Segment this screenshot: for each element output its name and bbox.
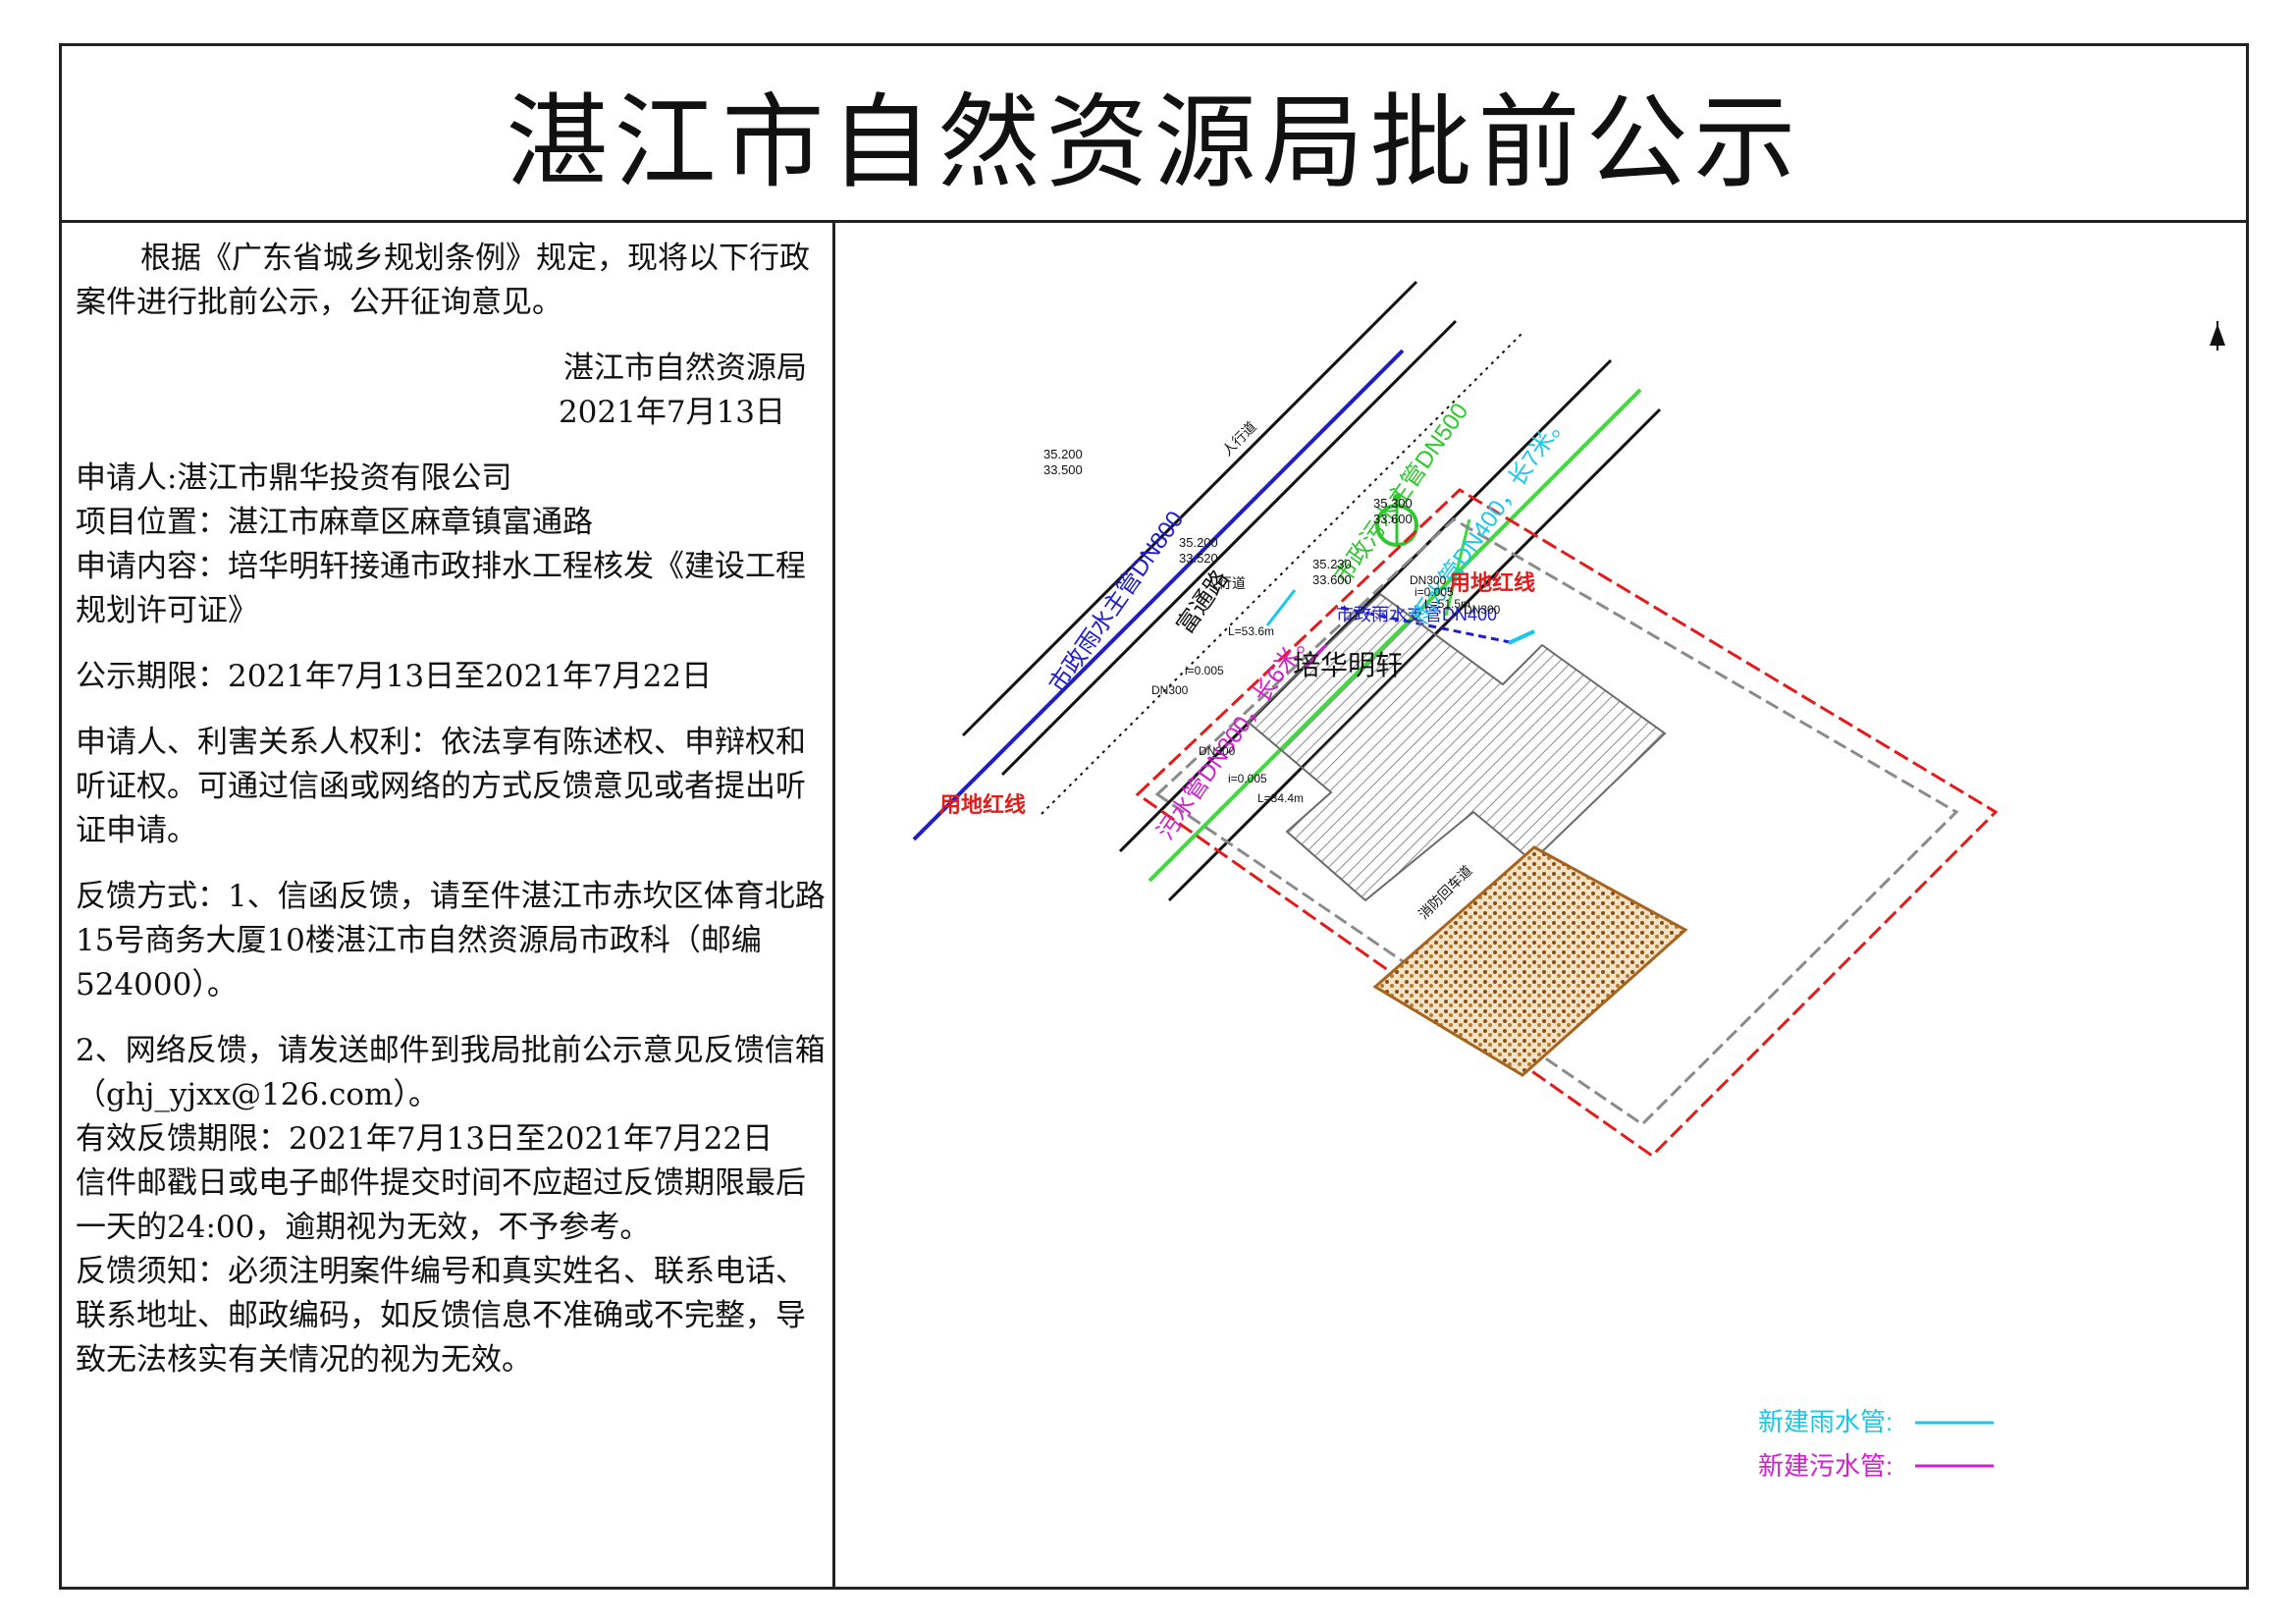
label-length: L=51.5m [1424,597,1470,611]
label-pipe-size: DN300 [1464,603,1501,617]
legend-rain-label: 新建雨水管: [1758,1407,1893,1436]
title-bar: 湛江市自然资源局批前公示 [62,46,2246,223]
site-plan-svg: 市政雨水主管DN800 富通路 市政雨水支管DN400 市政污水主管DN500 … [912,280,2225,1481]
label-pipe-size: DN300 [1410,573,1447,587]
label-elevation: 33.500 [1043,462,1083,477]
label-pipe-size: DN300 [1151,683,1189,697]
label-elevation: 35.200 [1179,535,1218,550]
location-line: 项目位置：湛江市麻章区麻章镇富通路 [76,505,593,540]
label-municipal-rain-main: 市政雨水主管DN800 [1044,507,1190,698]
label-pipe-size: DN300 [1199,744,1236,758]
site-plan-drawing: 市政雨水主管DN800 富通路 市政雨水支管DN400 市政污水主管DN500 … [835,223,2249,1590]
label-slope: i=0.005 [1228,772,1267,785]
new-rain-pipe-link [1265,589,1297,626]
valid-period-line: 有效反馈期限：2021年7月13日至2021年7月22日 [76,1121,774,1157]
deadline-note: 信件邮戳日或电子邮件提交时间不应超过反馈期限最后一天的24:00，逾期视为无效，… [76,1165,806,1245]
requirements-paragraph: 反馈须知：必须注明案件编号和真实姓名、联系电话、联系地址、邮政编码，如反馈信息不… [76,1254,806,1378]
north-arrow-icon [2210,321,2225,351]
label-elevation: 35.200 [1043,447,1083,461]
page-title: 湛江市自然资源局批前公示 [506,82,1802,202]
period-line: 公示期限：2021年7月13日至2021年7月22日 [76,659,713,694]
compass-circle-icon [1375,494,1418,547]
label-elevation: 35.230 [1312,557,1352,571]
label-slope: i=0.005 [1185,664,1224,677]
new-sewer-pipe-link [1305,643,1328,669]
issuer-name: 湛江市自然资源局 [563,351,807,386]
applicant-line: 申请人:湛江市鼎华投资有限公司 [76,460,512,496]
label-building-name: 培华明轩 [1293,650,1403,680]
feedback-mail-paragraph: 反馈方式：1、信函反馈，请至件湛江市赤坎区体育北路15号商务大厦10楼湛江市自然… [76,879,826,1002]
notice-text-panel: 根据《广东省城乡规划条例》规定，现将以下行政案件进行批前公示，公开征询意见。 湛… [62,223,835,1590]
notice-frame: 湛江市自然资源局批前公示 根据《广东省城乡规划条例》规定，现将以下行政案件进行批… [59,43,2249,1590]
feedback-email-paragraph: 2、网络反馈，请发送邮件到我局批前公示意见反馈信箱（ghj_yjxx@126.c… [76,1033,826,1112]
road-lines [912,280,1662,902]
label-length: L=53.6m [1228,624,1274,638]
label-elevation: 33.520 [1179,551,1218,566]
label-sidewalk-mid: 人行道 [1204,575,1246,591]
label-length: L=34.4m [1257,791,1304,805]
legend-sewer-label: 新建污水管: [1758,1451,1893,1481]
label-sidewalk-top: 人行道 [1219,418,1259,459]
issue-date: 2021年7月13日 [558,395,785,430]
label-slope: i=0.005 [1415,585,1454,599]
label-red-line-bottom: 用地红线 [939,792,1026,817]
rights-paragraph: 申请人、利害关系人权利：依法享有陈述权、申辩权和听证权。可通过信函或网络的方式反… [76,725,806,848]
intro-paragraph: 根据《广东省城乡规划条例》规定，现将以下行政案件进行批前公示，公开征询意见。 [76,241,810,320]
label-red-line-top: 用地红线 [1449,570,1535,595]
label-municipal-rain-branch: 市政雨水支管DN400 [1336,605,1497,624]
content-line: 申请内容：培华明轩接通市政排水工程核发《建设工程规划许可证》 [76,549,806,628]
lawn-area [1372,845,1688,1077]
label-elevation: 33.600 [1373,512,1413,526]
label-elevation: 35.300 [1373,496,1413,511]
inner-boundary [1154,517,1959,1126]
legend: 新建雨水管: 新建污水管: [1758,1407,1994,1481]
label-elevation: 33.600 [1312,572,1352,587]
